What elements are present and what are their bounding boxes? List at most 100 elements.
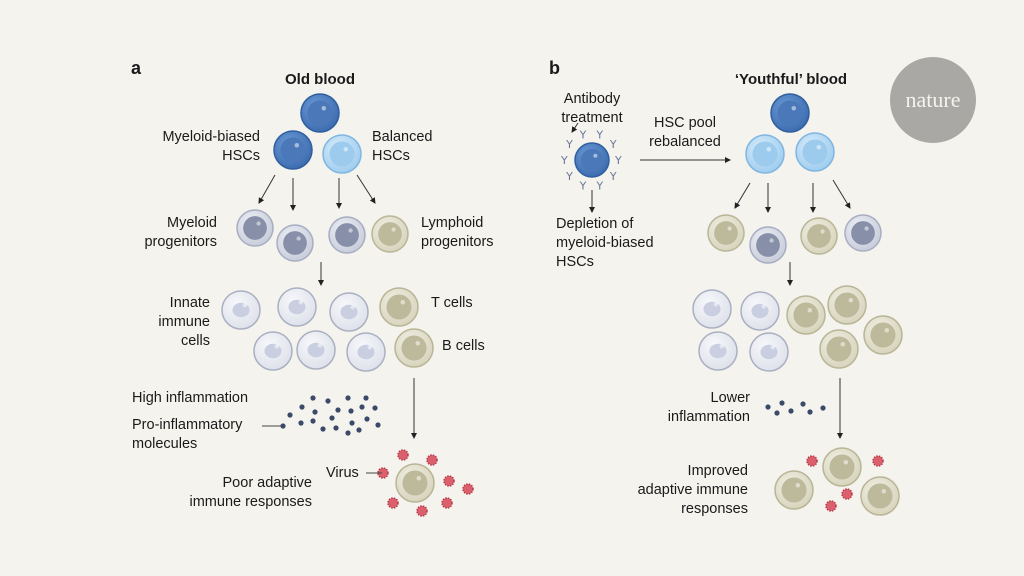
antibody-icon: Y	[579, 128, 587, 141]
innate-immune-cell	[277, 287, 317, 327]
label-line: Lower	[710, 390, 751, 406]
hsc-balanced	[322, 134, 362, 174]
t-cell-response	[822, 447, 862, 487]
label-lower-inflammation: Lower inflammation	[640, 389, 750, 427]
t-cell-response	[774, 470, 814, 510]
cell-highlight	[256, 221, 261, 226]
label-myeloid-progenitors: Myeloid progenitors	[110, 214, 217, 252]
pro-inflammatory-molecule	[280, 423, 286, 429]
cell-highlight	[296, 236, 301, 241]
innate-immune-cell	[692, 289, 732, 329]
label-line: Lymphoid	[421, 215, 484, 231]
label-line: Myeloid-biased	[162, 129, 260, 145]
lymphoid-progenitor	[800, 217, 838, 255]
pro-inflammatory-molecule	[325, 398, 331, 404]
virus-particle	[872, 455, 884, 467]
cell-nucleus	[870, 322, 896, 348]
label-line: molecules	[132, 436, 198, 452]
pro-inflammatory-molecule	[372, 405, 378, 411]
molecule	[800, 401, 806, 407]
label-line: Myeloid	[167, 215, 217, 231]
molecule	[779, 400, 785, 406]
lymphocyte	[863, 315, 903, 355]
label-line: immune	[158, 314, 210, 330]
label-line: adaptive immune	[637, 482, 748, 498]
label-innate-immune-cells: Innate immune cells	[140, 294, 210, 351]
cell-highlight	[713, 301, 719, 307]
virus-particle	[377, 467, 389, 479]
pro-inflammatory-molecule	[329, 415, 335, 421]
label-line: Improved	[687, 463, 748, 479]
hsc-myeloid-biased	[273, 130, 313, 170]
pro-inflammatory-molecule	[364, 416, 370, 422]
virus-particle	[426, 454, 438, 466]
label-line: Poor adaptive	[222, 475, 312, 491]
cell-highlight	[727, 226, 732, 231]
label-line: Balanced	[372, 129, 433, 145]
panel-a-title: Old blood	[285, 71, 355, 88]
cell-nucleus	[756, 233, 780, 257]
cell-highlight	[769, 238, 774, 243]
cell-nucleus	[386, 294, 412, 320]
myeloid-progenitor	[328, 216, 366, 254]
arrow	[356, 174, 376, 204]
label-hsc-pool-rebalanced: HSC pool rebalanced	[640, 114, 730, 152]
antibody-icon: Y	[595, 128, 603, 141]
virus-body	[377, 467, 389, 479]
cell-nucleus	[793, 302, 819, 328]
hsc-balanced	[745, 134, 785, 174]
cell-highlight	[350, 304, 356, 310]
pro-inflammatory-molecule	[320, 426, 326, 432]
label-line: immune responses	[189, 494, 313, 510]
virus-body	[441, 497, 453, 509]
cell-highlight	[321, 105, 327, 111]
virus-body	[462, 483, 474, 495]
virus-particle	[462, 483, 474, 495]
cell-nucleus	[401, 335, 427, 361]
panel-a-letter: a	[131, 58, 142, 78]
cell-highlight	[881, 488, 887, 494]
label-line: HSCs	[556, 254, 594, 270]
label-line: responses	[681, 501, 748, 517]
pro-inflammatory-molecule	[298, 420, 304, 426]
cell-highlight	[593, 153, 598, 158]
label-line: progenitors	[421, 234, 494, 250]
pro-inflammatory-molecule	[349, 420, 355, 426]
virus-body	[872, 455, 884, 467]
pro-inflammatory-molecule	[287, 412, 293, 418]
cell-nucleus	[802, 139, 828, 165]
cell-highlight	[274, 343, 280, 349]
label-depletion: Depletion of myeloid-biased HSCs	[556, 215, 654, 272]
virus-particle	[387, 497, 399, 509]
virus-body	[825, 500, 837, 512]
cell-highlight	[766, 146, 772, 152]
cell-highlight	[719, 343, 725, 349]
innate-immune-cell	[346, 332, 386, 372]
arrow	[258, 174, 276, 204]
label-poor-response: Poor adaptive immune responses	[160, 474, 313, 512]
virus-body	[443, 475, 455, 487]
innate-immune-cell	[329, 292, 369, 332]
label-high-inflammation: High inflammation	[132, 390, 249, 406]
cell-highlight	[843, 459, 849, 465]
antibody-icon: Y	[609, 138, 617, 151]
antibody-icon: Y	[565, 170, 573, 183]
pro-inflammatory-molecule	[375, 422, 381, 428]
cell-highlight	[343, 146, 349, 152]
virus-particle	[397, 449, 409, 461]
cell-nucleus	[829, 454, 855, 480]
cell-highlight	[791, 105, 797, 111]
virus-particle	[441, 497, 453, 509]
cell-highlight	[367, 344, 373, 350]
virus-body	[426, 454, 438, 466]
virus-body	[806, 455, 818, 467]
label-line: Innate	[169, 295, 210, 311]
cell-nucleus	[329, 141, 355, 167]
label-line: Depletion of	[556, 216, 634, 232]
cell-highlight	[400, 299, 406, 305]
virus-particle	[443, 475, 455, 487]
cell-highlight	[864, 226, 869, 231]
label-line: progenitors	[144, 234, 217, 250]
pro-inflammatory-molecule	[335, 407, 341, 413]
label-line: Pro-inflammatory	[132, 417, 243, 433]
